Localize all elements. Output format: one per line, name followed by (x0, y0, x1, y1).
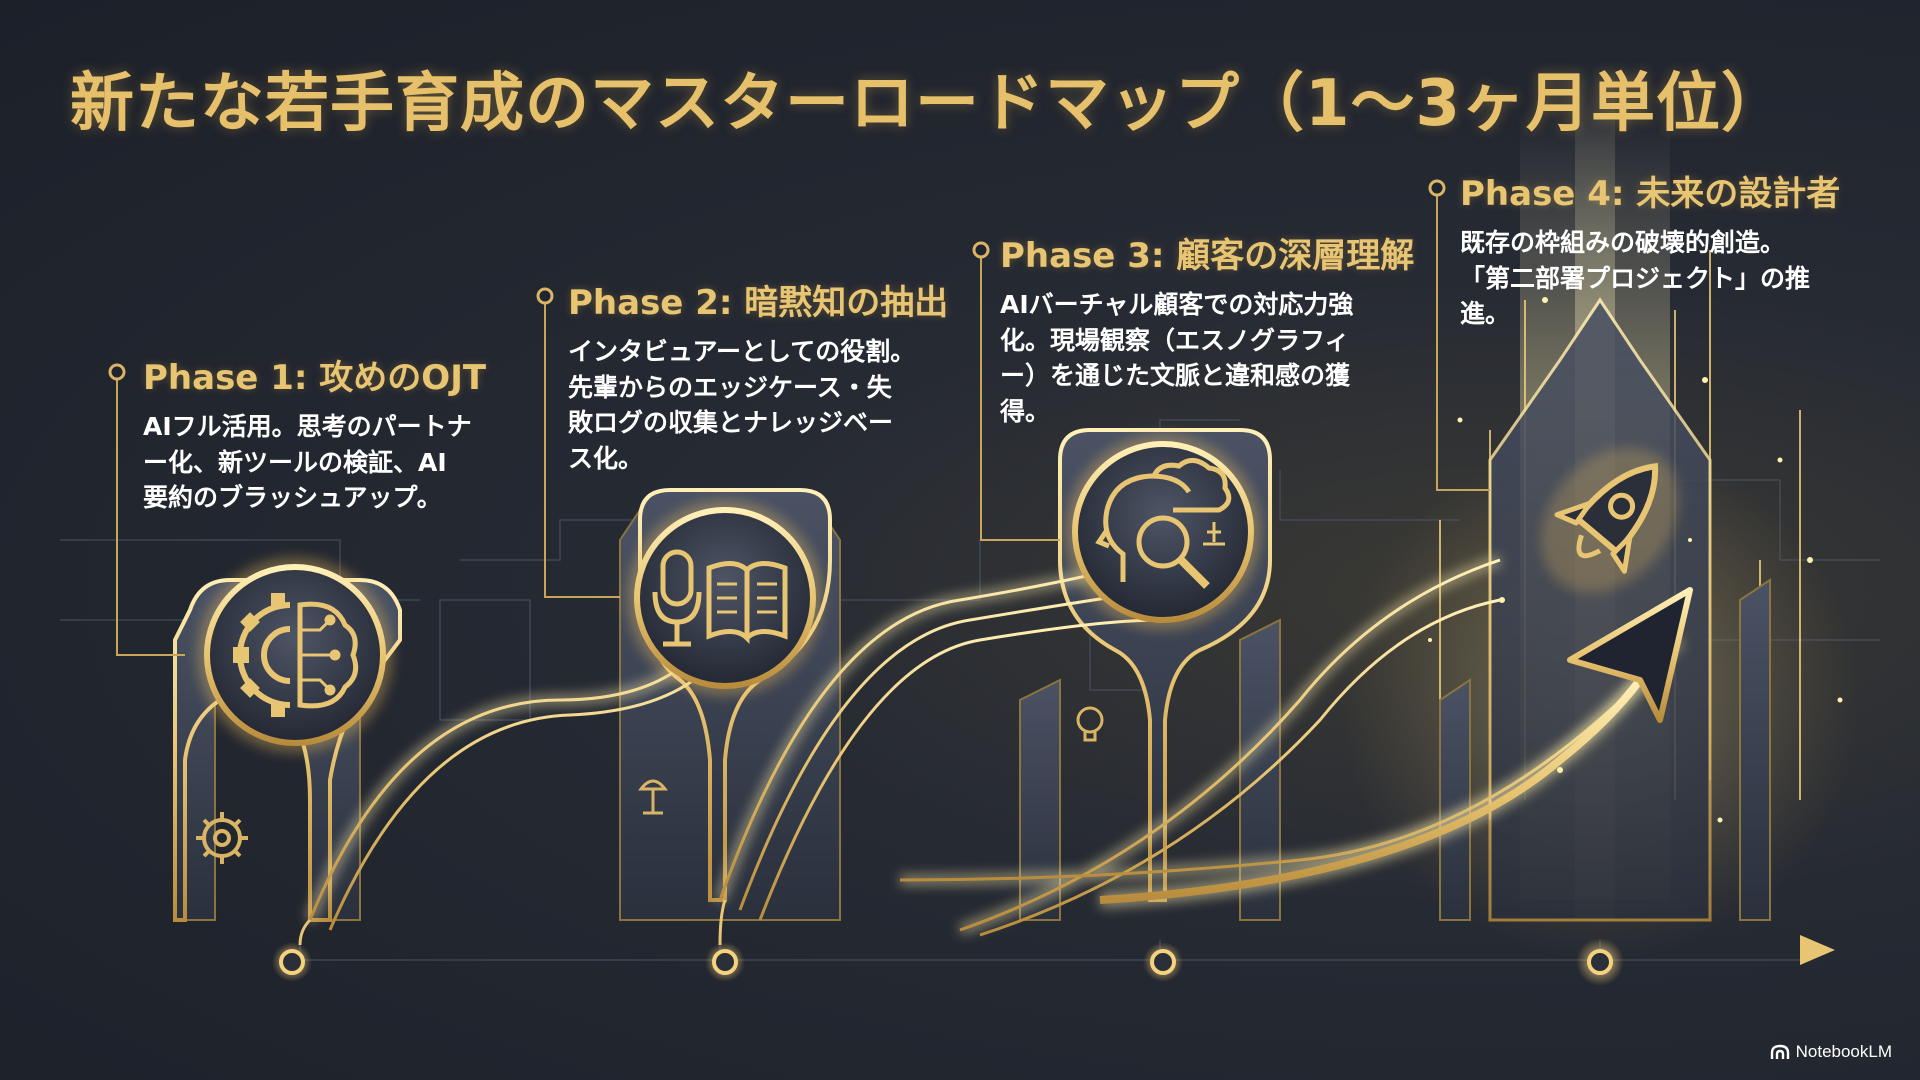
phase-1-heading: Phase 1: 攻めのOJT (143, 350, 513, 399)
phase-4-description: 既存の枠組みの破壊的創造。 「第二部署プロジェクト」の推 進。 (1460, 225, 1880, 332)
head-magnifier-icon (1065, 434, 1261, 630)
phase-2-callout: Phase 2: 暗黙知の抽出 インタビュアーとしての役割。 先輩からのエッジケ… (568, 275, 958, 476)
timeline-node-2 (705, 942, 745, 982)
timeline-node-4 (1576, 938, 1624, 986)
notebooklm-watermark: NotebookLM (1770, 1042, 1892, 1062)
phase-3-callout: Phase 3: 顧客の深層理解 AIバーチャル顧客での対応力強 化。現場観察（… (1000, 228, 1400, 429)
timeline-node-1 (272, 942, 312, 982)
phase-3-heading: Phase 3: 顧客の深層理解 (1000, 228, 1400, 277)
gear-brain-icon (197, 557, 393, 753)
phase-2-description: インタビュアーとしての役割。 先輩からのエッジケース・失 敗ログの収集とナレッジ… (568, 334, 958, 476)
timeline-node-3 (1143, 942, 1183, 982)
phase-1-description: AIフル活用。思考のパートナ ー化、新ツールの検証、AI 要約のブラッシュアップ… (143, 409, 513, 516)
phase-4-heading: Phase 4: 未来の設計者 (1460, 166, 1880, 215)
brand-label: NotebookLM (1796, 1042, 1892, 1062)
phase-1-callout: Phase 1: 攻めのOJT AIフル活用。思考のパートナ ー化、新ツールの検… (143, 350, 513, 516)
page-title: 新たな若手育成のマスターロードマップ（1〜3ヶ月単位） (70, 52, 1786, 144)
phase-3-description: AIバーチャル顧客での対応力強 化。現場観察（エスノグラフィ ー）を通じた文脈と… (1000, 287, 1400, 429)
phase-2-heading: Phase 2: 暗黙知の抽出 (568, 275, 958, 324)
phase-4-callout: Phase 4: 未来の設計者 既存の枠組みの破壊的創造。 「第二部署プロジェク… (1460, 166, 1880, 332)
notebooklm-logo-icon (1770, 1044, 1790, 1060)
microphone-book-icon (627, 500, 823, 696)
small-bulb-icon (1078, 708, 1102, 740)
